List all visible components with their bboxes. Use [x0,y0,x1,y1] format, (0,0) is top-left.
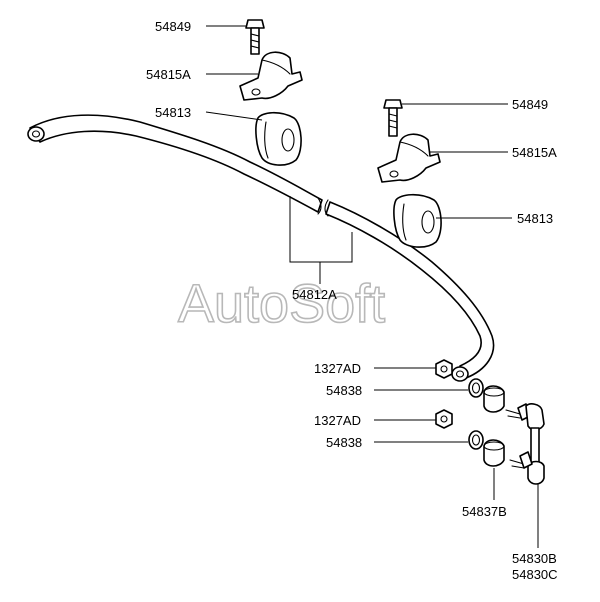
nut-upper [435,359,453,379]
stabilizer-link [505,403,545,485]
label-bushing-right: 54813 [517,211,553,226]
bushing-right [393,193,442,248]
nut-lower [435,409,453,429]
label-washer-upper: 54838 [326,383,362,398]
label-stabilizer-bar: 54812A [292,287,337,302]
link-bushing-upper [483,385,505,413]
label-bushing-left: 54813 [155,105,191,120]
label-nut-lower: 1327AD [314,413,361,428]
leader-lines [205,25,539,548]
stabilizer-bar [27,114,495,382]
washer-upper [468,378,484,398]
label-bolt-right: 54849 [512,97,548,112]
label-bolt-left: 54849 [155,19,191,34]
label-link-bushing: 54837B [462,504,507,519]
link-bushing-lower [483,439,505,467]
bolt-left [245,19,265,55]
bushing-left [255,111,302,166]
washer-lower [468,430,484,450]
label-link-c: 54830C [512,567,558,582]
label-bracket-left: 54815A [146,67,191,82]
label-washer-lower: 54838 [326,435,362,450]
bolt-right [383,99,403,137]
label-link-b: 54830B [512,551,557,566]
label-bracket-right: 54815A [512,145,557,160]
bar-leader-bracket [289,196,353,263]
bracket-left [239,51,303,101]
watermark-text: AutoSoft [178,274,385,334]
label-nut-upper: 1327AD [314,361,361,376]
bracket-right [377,133,441,183]
